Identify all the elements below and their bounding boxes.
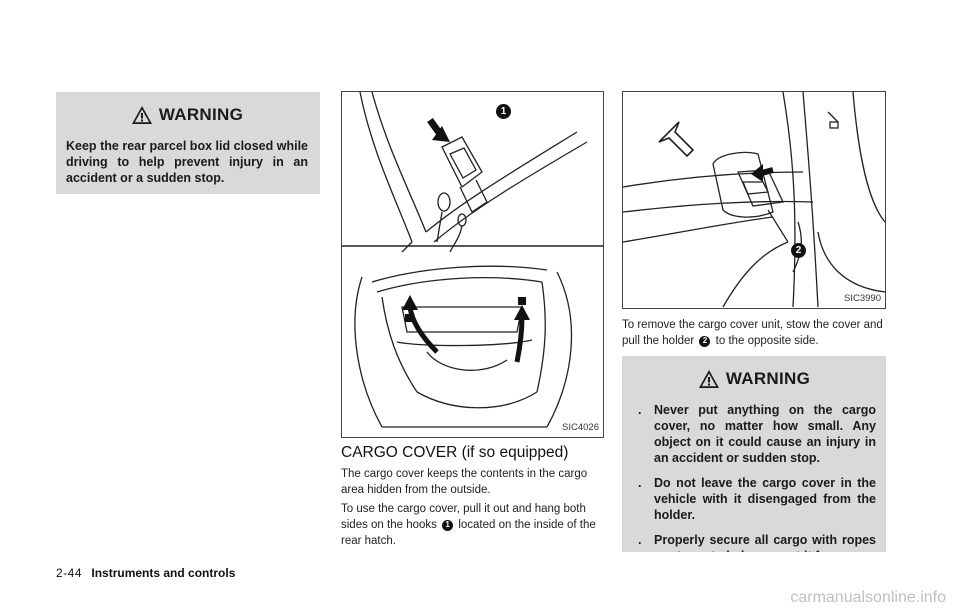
warning-title: WARNING xyxy=(725,369,811,388)
paragraph-text: To use the cargo cover, pull it out and … xyxy=(341,503,586,531)
section-heading-cargo-cover: CARGO COVER (if so equipped) xyxy=(341,444,569,461)
figure-code: SIC4026 xyxy=(562,422,599,433)
paragraph-text: To remove the cargo cover unit, stow the… xyxy=(622,319,883,347)
callout-1-marker: 1 xyxy=(496,104,511,119)
watermark: carmanualsonline.info xyxy=(790,589,946,606)
warning-item-text: Do not leave the cargo cover in the vehi… xyxy=(654,476,876,522)
paragraph-text: located on the inside of the rear hatch. xyxy=(341,519,596,547)
page-number: 2-44 xyxy=(56,566,83,580)
warning-item-text: Never put anything on the cargo cover, n… xyxy=(654,403,876,465)
warning-header: WARNING xyxy=(632,366,876,392)
page-footer: 2-44 Instruments and controls xyxy=(56,566,235,580)
rear-hatch-illustration xyxy=(342,92,603,428)
ref-2-icon: 2 xyxy=(699,335,711,347)
warning-triangle-icon xyxy=(698,370,719,388)
bullet-marker: . xyxy=(638,403,642,417)
list-item: . Do not leave the cargo cover in the ve… xyxy=(632,475,876,523)
warning-box-parcel-lid: WARNING Keep the rear parcel box lid clo… xyxy=(56,92,320,194)
ref-1-icon: 1 xyxy=(442,519,454,531)
figure-cargo-cover-holder: 2 SIC3990 xyxy=(622,91,886,309)
paragraph-cargo-usage: To use the cargo cover, pull it out and … xyxy=(341,501,605,549)
paragraph-remove-cover: To remove the cargo cover unit, stow the… xyxy=(622,317,888,349)
warning-header: WARNING xyxy=(66,102,308,128)
holder-illustration xyxy=(623,92,885,308)
warning-triangle-icon xyxy=(131,106,152,124)
warning-list: . Never put anything on the cargo cover,… xyxy=(632,402,876,552)
bullet-marker: . xyxy=(638,476,642,490)
callout-2-marker: 2 xyxy=(791,243,806,258)
warning-title: WARNING xyxy=(158,105,244,124)
bullet-marker: . xyxy=(638,533,642,547)
figure-code: SIC3990 xyxy=(844,293,881,304)
paragraph-cargo-purpose: The cargo cover keeps the contents in th… xyxy=(341,468,588,496)
list-item: . Properly secure all cargo with ropes o… xyxy=(632,532,876,552)
warning-item-text: Properly secure all cargo with ropes or … xyxy=(654,533,876,552)
warning-text: Keep the rear parcel box lid closed whil… xyxy=(66,139,308,185)
warning-box-cargo-cover: WARNING . Never put anything on the carg… xyxy=(622,356,886,552)
figure-rear-hatch-hooks: 1 SIC4026 xyxy=(341,91,604,438)
section-title: Instruments and controls xyxy=(91,566,236,580)
list-item: . Never put anything on the cargo cover,… xyxy=(632,402,876,466)
paragraph-text: to the opposite side. xyxy=(715,335,819,347)
